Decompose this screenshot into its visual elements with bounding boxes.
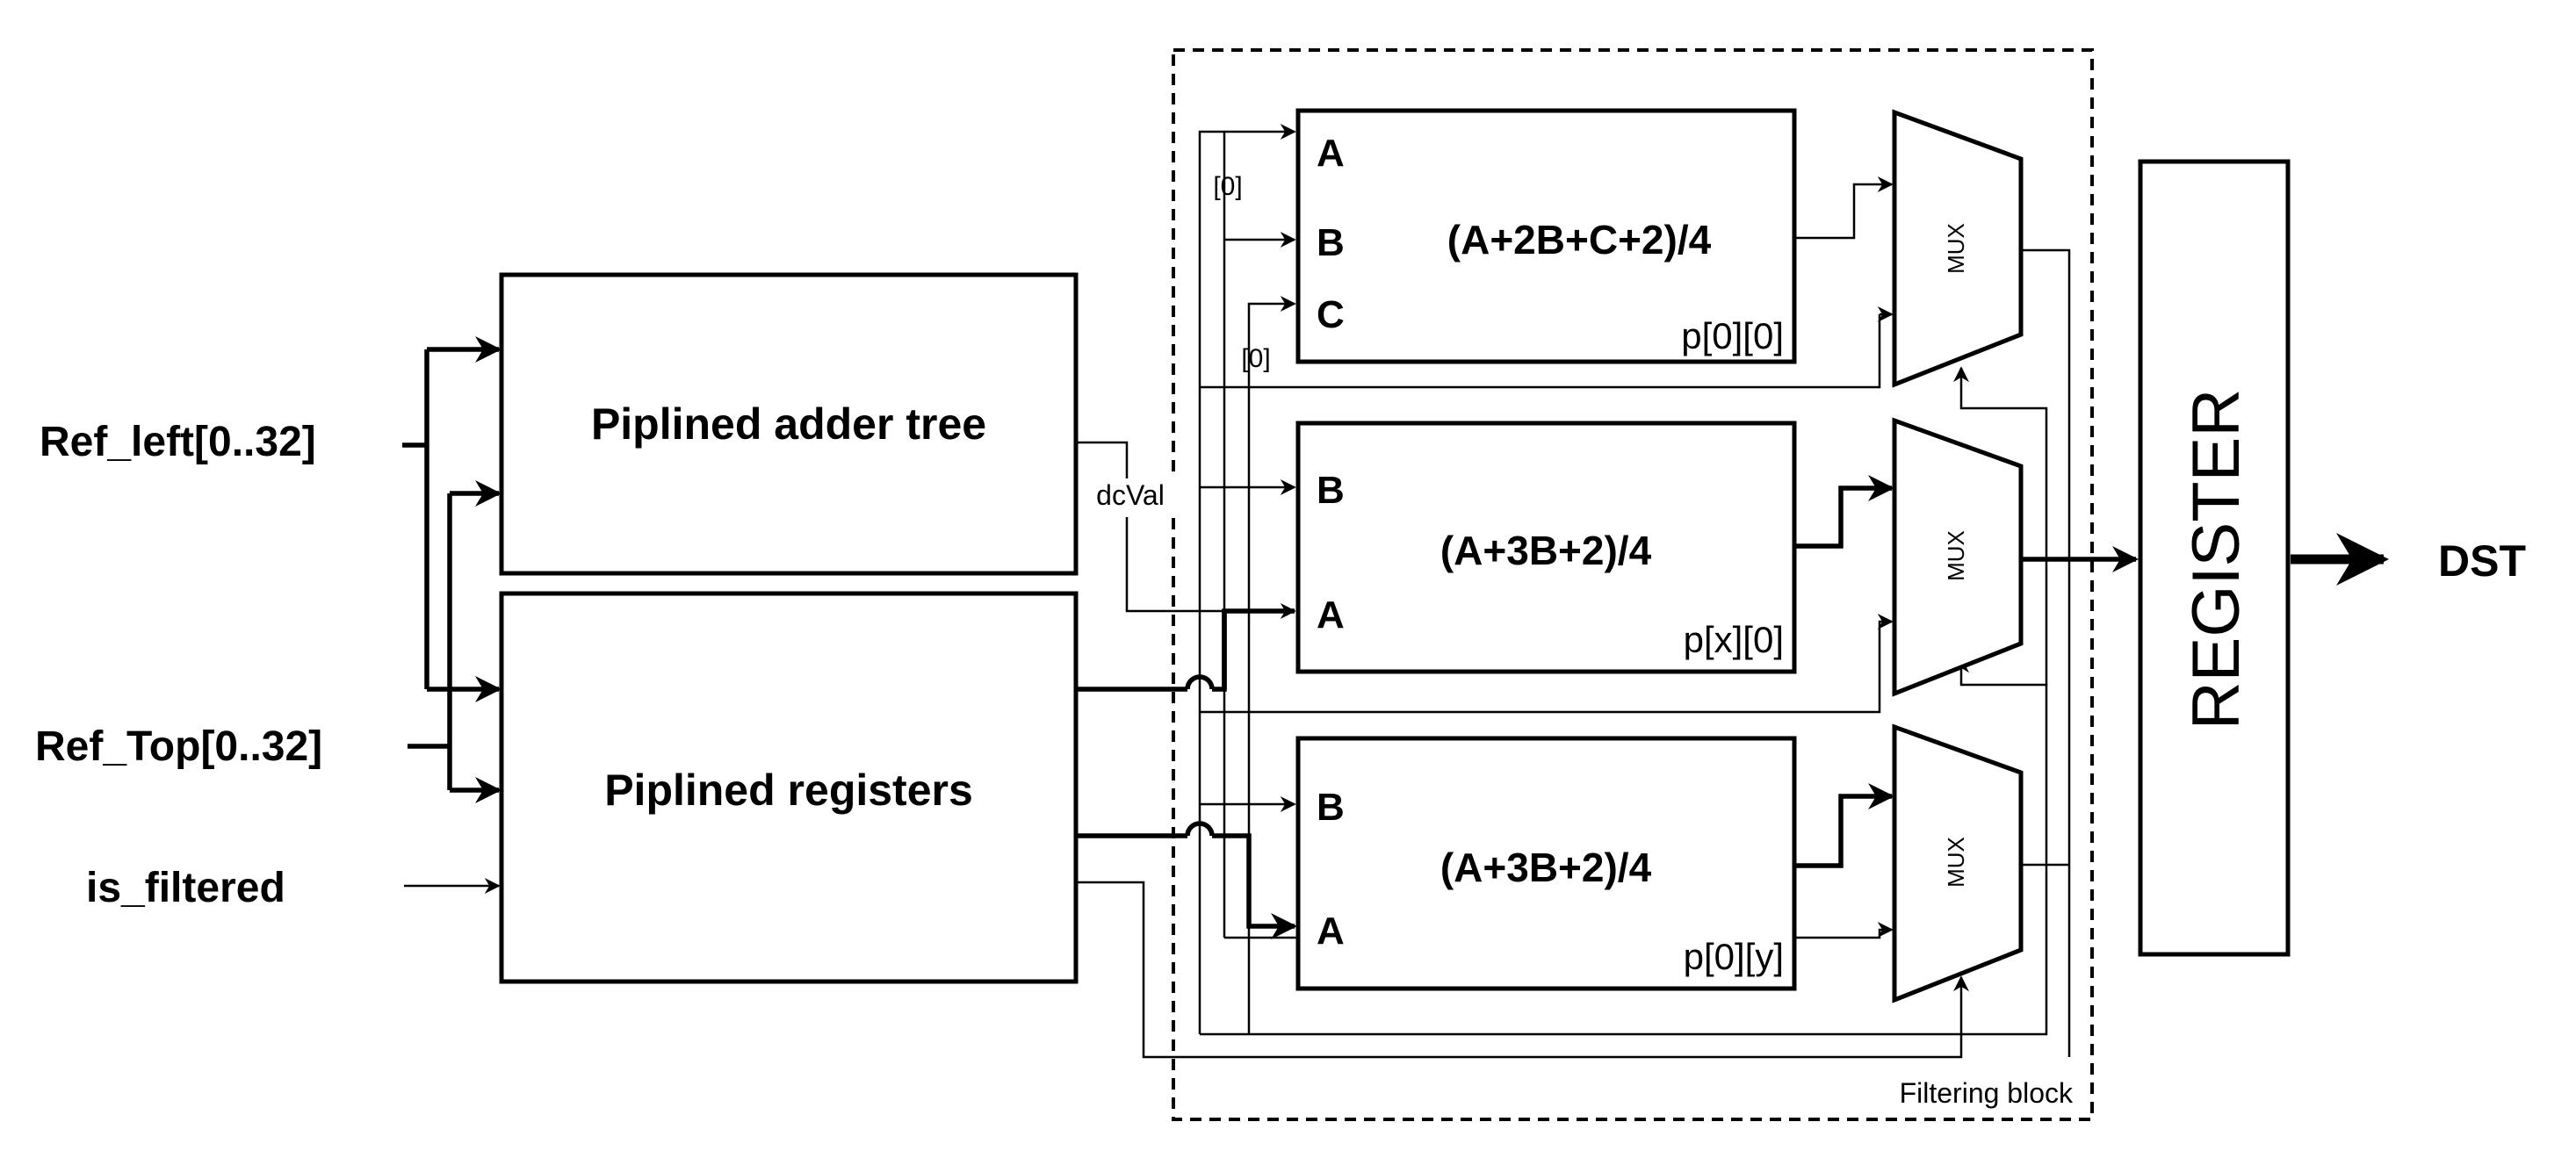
zero-c-label: [0] bbox=[1241, 344, 1270, 373]
filter-2-port-b: B bbox=[1317, 469, 1345, 512]
input-wires bbox=[402, 336, 501, 894]
filter-3: B A (A+3B+2)/4 p[0][y] bbox=[1295, 736, 1797, 991]
adder-tree-block bbox=[499, 272, 1079, 576]
filter-2-box bbox=[1295, 421, 1797, 674]
register-label: REGISTER bbox=[2179, 389, 2254, 730]
mux-3: MUX bbox=[1892, 723, 2024, 1003]
filter-1-port-a: A bbox=[1317, 132, 1345, 175]
register-block bbox=[2138, 159, 2291, 957]
zero-a-label: [0] bbox=[1213, 172, 1242, 201]
filter-3-port-a: A bbox=[1317, 910, 1345, 953]
filter-3-formula: (A+3B+2)/4 bbox=[1440, 845, 1652, 890]
filter-3-port-b: B bbox=[1317, 786, 1345, 829]
filter-wires bbox=[1078, 124, 2139, 1059]
mux-2: MUX bbox=[1892, 417, 2024, 697]
filter-2-port-a: A bbox=[1317, 593, 1345, 637]
mux-1-label: MUX bbox=[1943, 223, 1969, 274]
ref-top-label: Ref_Top[0..32] bbox=[35, 723, 322, 770]
mux-1: MUX bbox=[1892, 109, 2024, 388]
dst-label: DST bbox=[2438, 536, 2526, 586]
adder-tree-label: Piplined adder tree bbox=[591, 399, 986, 449]
registers-block bbox=[499, 591, 1079, 984]
filter-2-position: p[x][0] bbox=[1684, 619, 1784, 660]
filter-1: A B C (A+2B+C+2)/4 p[0][0] bbox=[1295, 108, 1797, 364]
filter-3-box bbox=[1295, 736, 1797, 991]
filter-1-port-c: C bbox=[1317, 293, 1345, 336]
filter-2-formula: (A+3B+2)/4 bbox=[1440, 528, 1652, 573]
filter-1-formula: (A+2B+C+2)/4 bbox=[1447, 217, 1712, 263]
mux-2-label: MUX bbox=[1943, 530, 1969, 581]
filtering-block-label: Filtering block bbox=[1900, 1077, 2074, 1109]
registers-label: Piplined registers bbox=[604, 766, 973, 815]
filter-1-port-b: B bbox=[1317, 221, 1345, 264]
ref-left-label: Ref_left[0..32] bbox=[40, 419, 316, 465]
filter-2: B A (A+3B+2)/4 p[x][0] bbox=[1295, 421, 1797, 674]
filtering-block-frame bbox=[1172, 48, 2094, 1121]
mux-3-label: MUX bbox=[1943, 837, 1969, 888]
filter-1-box bbox=[1295, 108, 1797, 364]
dcval-label: dcVal bbox=[1096, 479, 1165, 511]
is-filtered-label: is_filtered bbox=[86, 865, 285, 911]
filter-3-position: p[0][y] bbox=[1684, 936, 1784, 977]
filter-1-position: p[0][0] bbox=[1681, 315, 1784, 356]
